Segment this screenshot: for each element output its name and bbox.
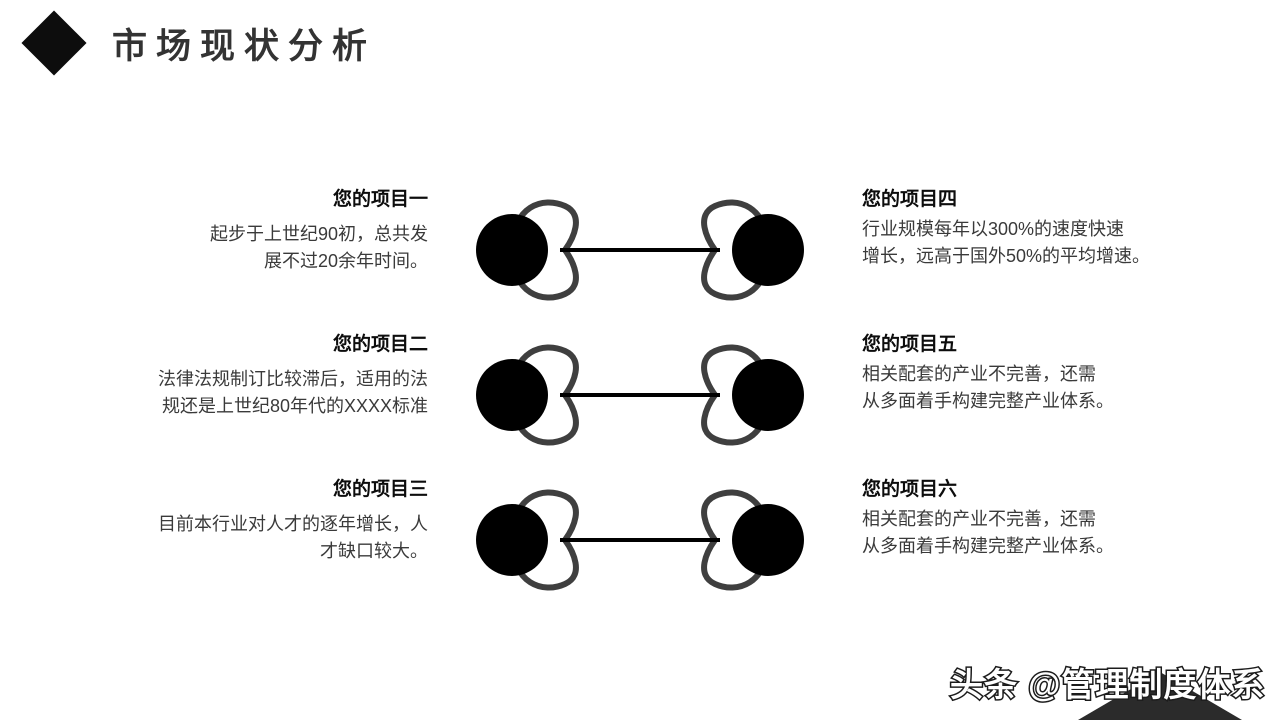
item-heading: 您的项目五	[862, 334, 958, 355]
item-body: 行业规模每年以300%的速度快速 增长，远高于国外50%的平均增速。	[862, 219, 1151, 266]
node-circle-left	[476, 359, 548, 431]
content-row: 您的项目一 起步于上世纪90初，总共发 展不过20余年时间。 您的项目四 行业规…	[0, 187, 1280, 313]
node-circle-right	[732, 504, 804, 576]
watermark-triangle	[1078, 672, 1242, 720]
node-circle-right	[732, 359, 804, 431]
page-title: 市场现状分析	[112, 27, 377, 66]
connector-graphic	[455, 332, 825, 458]
content-row: 您的项目三 目前本行业对人才的逐年增长，人 才缺口较大。 您的项目六 相关配套的…	[0, 477, 1280, 603]
connector-graphic	[455, 477, 825, 603]
connector-line	[560, 538, 720, 542]
connector-line	[560, 248, 720, 252]
item-body: 起步于上世纪90初，总共发 展不过20余年时间。	[209, 224, 428, 271]
item-body: 相关配套的产业不完善，还需 从多面着手构建完整产业体系。	[862, 364, 1114, 411]
item-block-left-3: 您的项目三 目前本行业对人才的逐年增长，人 才缺口较大。	[88, 477, 428, 603]
node-circle-right	[732, 214, 804, 286]
item-body: 目前本行业对人才的逐年增长，人 才缺口较大。	[158, 514, 428, 561]
connector-graphic-svg	[476, 489, 804, 591]
content-row: 您的项目二 法律法规制订比较滞后，适用的法 规还是上世纪80年代的XXXX标准 …	[0, 332, 1280, 458]
watermark-text: 头条 @管理制度体系	[948, 665, 1266, 705]
item-body: 法律法规制订比较滞后，适用的法 规还是上世纪80年代的XXXX标准	[158, 369, 428, 416]
connector-graphic-svg	[476, 344, 804, 446]
item-heading: 您的项目三	[332, 479, 428, 500]
item-heading: 您的项目四	[862, 189, 958, 210]
item-block-right-2: 您的项目五 相关配套的产业不完善，还需 从多面着手构建完整产业体系。	[862, 332, 1202, 458]
item-block-left-2: 您的项目二 法律法规制订比较滞后，适用的法 规还是上世纪80年代的XXXX标准	[88, 332, 428, 458]
node-circle-left	[476, 504, 548, 576]
item-heading: 您的项目一	[332, 189, 428, 210]
item-heading: 您的项目二	[332, 334, 428, 355]
node-circle-left	[476, 214, 548, 286]
item-heading: 您的项目六	[862, 479, 958, 500]
connector-graphic-svg	[476, 199, 804, 301]
connector-graphic	[455, 187, 825, 313]
item-block-left-1: 您的项目一 起步于上世纪90初，总共发 展不过20余年时间。	[88, 187, 428, 313]
slide-header: 市场现状分析	[0, 0, 1280, 110]
connector-line	[560, 393, 720, 397]
item-body: 相关配套的产业不完善，还需 从多面着手构建完整产业体系。	[862, 509, 1114, 556]
item-block-right-1: 您的项目四 行业规模每年以300%的速度快速 增长，远高于国外50%的平均增速。	[862, 187, 1202, 313]
item-block-right-3: 您的项目六 相关配套的产业不完善，还需 从多面着手构建完整产业体系。	[862, 477, 1202, 603]
